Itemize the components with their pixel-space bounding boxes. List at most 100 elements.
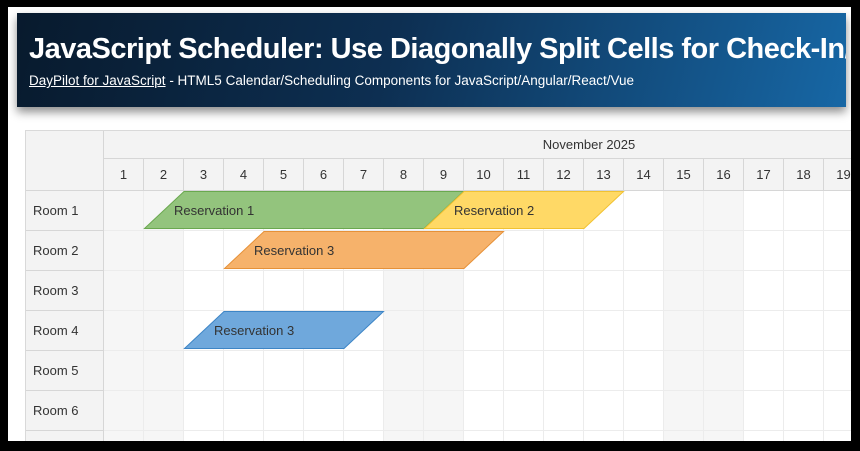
grid-cell[interactable] [784, 351, 824, 391]
grid-cell[interactable] [424, 351, 464, 391]
reservation-event[interactable]: Reservation 2 [423, 191, 625, 230]
grid-cell[interactable] [424, 311, 464, 351]
grid-cell[interactable] [784, 311, 824, 351]
grid-cell[interactable] [144, 271, 184, 311]
grid-cell[interactable] [744, 391, 784, 431]
grid-cell[interactable] [704, 191, 744, 231]
grid-cell[interactable] [264, 271, 304, 311]
grid-cell[interactable] [624, 231, 664, 271]
grid-cell[interactable] [344, 351, 384, 391]
grid-cell[interactable] [664, 391, 704, 431]
grid-cell[interactable] [584, 271, 624, 311]
grid-cell[interactable] [824, 311, 851, 351]
grid-cell[interactable] [544, 311, 584, 351]
grid-cell[interactable] [304, 271, 344, 311]
grid-cell[interactable] [224, 271, 264, 311]
grid-cell[interactable] [544, 391, 584, 431]
grid-cell[interactable] [704, 271, 744, 311]
grid-cell[interactable] [544, 351, 584, 391]
grid-cell[interactable] [744, 311, 784, 351]
grid-cell[interactable] [784, 391, 824, 431]
grid-cell[interactable] [824, 191, 851, 231]
grid-cell[interactable] [584, 351, 624, 391]
grid-cell[interactable] [344, 391, 384, 431]
grid-cell[interactable] [704, 431, 744, 441]
grid-cell[interactable] [104, 271, 144, 311]
grid-cell[interactable] [504, 311, 544, 351]
grid-cell[interactable] [584, 431, 624, 441]
grid-cell[interactable] [824, 231, 851, 271]
grid-cell[interactable] [464, 311, 504, 351]
grid-cell[interactable] [304, 431, 344, 441]
grid-cell[interactable] [824, 351, 851, 391]
grid-cell[interactable] [224, 391, 264, 431]
grid-cell[interactable] [464, 391, 504, 431]
grid-cell[interactable] [744, 271, 784, 311]
grid-cell[interactable] [784, 271, 824, 311]
grid-cell[interactable] [624, 351, 664, 391]
grid-cell[interactable] [184, 271, 224, 311]
grid-cell[interactable] [384, 271, 424, 311]
grid-cell[interactable] [704, 311, 744, 351]
grid-cell[interactable] [104, 311, 144, 351]
grid-cell[interactable] [584, 311, 624, 351]
grid-cell[interactable] [264, 391, 304, 431]
grid-cell[interactable] [824, 431, 851, 441]
grid-cell[interactable] [664, 431, 704, 441]
grid-cell[interactable] [584, 231, 624, 271]
reservation-event[interactable]: Reservation 3 [223, 231, 505, 270]
grid-cell[interactable] [784, 231, 824, 271]
grid-cell[interactable] [744, 231, 784, 271]
reservation-event[interactable]: Reservation 3 [183, 311, 385, 350]
grid-cell[interactable] [144, 231, 184, 271]
grid-cell[interactable] [624, 431, 664, 441]
grid-cell[interactable] [184, 351, 224, 391]
grid-cell[interactable] [544, 431, 584, 441]
grid-cell[interactable] [624, 191, 664, 231]
grid-cell[interactable] [784, 191, 824, 231]
grid-cell[interactable] [384, 431, 424, 441]
grid-cell[interactable] [624, 391, 664, 431]
grid-cell[interactable] [184, 391, 224, 431]
grid-cell[interactable] [504, 271, 544, 311]
grid-cell[interactable] [424, 391, 464, 431]
grid-cell[interactable] [224, 351, 264, 391]
grid-cell[interactable] [664, 311, 704, 351]
grid-cell[interactable] [104, 431, 144, 441]
grid-cell[interactable] [664, 191, 704, 231]
grid-cell[interactable] [584, 391, 624, 431]
grid-cell[interactable] [104, 391, 144, 431]
reservation-event[interactable]: Reservation 1 [143, 191, 465, 230]
grid-cell[interactable] [104, 351, 144, 391]
grid-cell[interactable] [704, 231, 744, 271]
grid-cell[interactable] [424, 271, 464, 311]
grid-cell[interactable] [824, 271, 851, 311]
grid-cell[interactable] [104, 191, 144, 231]
grid-cell[interactable] [784, 431, 824, 441]
grid-cell[interactable] [384, 311, 424, 351]
grid-cell[interactable] [144, 311, 184, 351]
grid-cell[interactable] [664, 351, 704, 391]
grid-cell[interactable] [704, 351, 744, 391]
grid-cell[interactable] [664, 231, 704, 271]
grid-cell[interactable] [624, 271, 664, 311]
grid-cell[interactable] [144, 391, 184, 431]
grid-cell[interactable] [824, 391, 851, 431]
grid-cell[interactable] [504, 351, 544, 391]
grid-cell[interactable] [144, 351, 184, 391]
grid-cell[interactable] [744, 431, 784, 441]
grid-cell[interactable] [424, 431, 464, 441]
grid-cell[interactable] [384, 351, 424, 391]
grid-cell[interactable] [744, 351, 784, 391]
grid-cell[interactable] [344, 271, 384, 311]
daypilot-link[interactable]: DayPilot for JavaScript [29, 73, 166, 88]
grid-cell[interactable] [504, 431, 544, 441]
grid-cell[interactable] [264, 431, 304, 441]
grid-cell[interactable] [464, 431, 504, 441]
grid-cell[interactable] [224, 431, 264, 441]
grid-cell[interactable] [184, 431, 224, 441]
grid-cell[interactable] [344, 431, 384, 441]
grid-cell[interactable] [104, 231, 144, 271]
grid-cell[interactable] [464, 271, 504, 311]
grid-cell[interactable] [544, 231, 584, 271]
